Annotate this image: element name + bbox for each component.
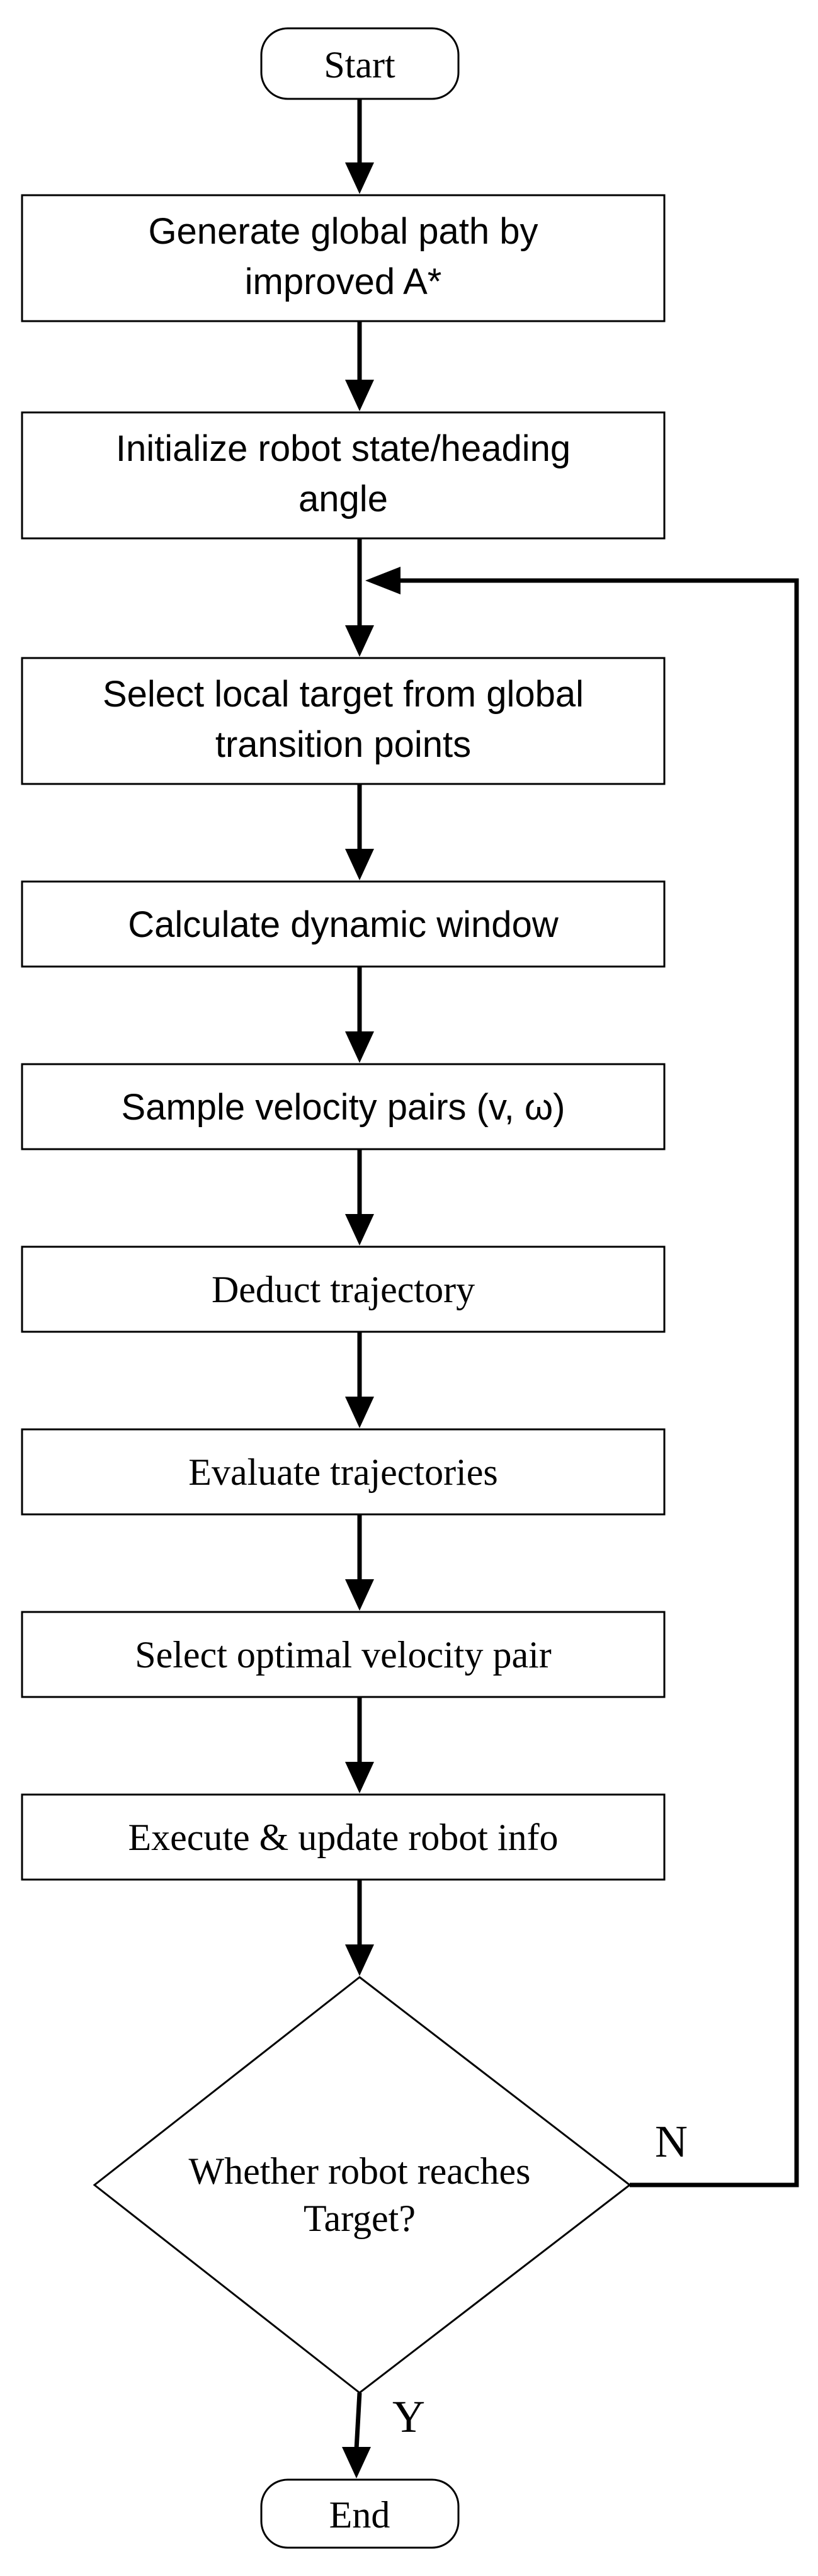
- start-terminal: Start: [260, 27, 460, 100]
- decision-line-1: Whether robot reaches: [188, 2150, 530, 2192]
- step-1-line-2: improved A*: [245, 261, 442, 302]
- step-3-line-2: transition points: [215, 724, 471, 765]
- step-generate-global-path: Generate global path by improved A*: [21, 194, 666, 322]
- step-1-line-1: Generate global path by: [148, 211, 538, 252]
- step-6-line-1: Deduct trajectory: [212, 1269, 475, 1310]
- step-9-line-1: Execute & update robot info: [128, 1817, 558, 1858]
- step-3-line-1: Select local target from global: [103, 674, 584, 715]
- connector-start-to-step1: [345, 99, 374, 194]
- step-8-line-1: Select optimal velocity pair: [135, 1634, 551, 1676]
- decision-line-2: Target?: [304, 2198, 416, 2239]
- step-calculate-dynamic-window: Calculate dynamic window: [21, 880, 666, 968]
- step-initialize-robot-state: Initialize robot state/heading angle: [21, 411, 666, 540]
- start-label: Start: [324, 44, 395, 86]
- connector-step7-to-step8: [345, 1514, 374, 1611]
- connector-step3-to-step4: [345, 784, 374, 880]
- connector-step2-to-step3: [345, 538, 374, 657]
- connector-step9-to-decision: [345, 1880, 374, 1976]
- decision-diamond: Whether robot reaches Target?: [93, 1976, 632, 2394]
- step-5-line-1: Sample velocity pairs (v, ω): [122, 1087, 565, 1128]
- step-select-optimal-velocity: Select optimal velocity pair: [21, 1611, 666, 1698]
- step-2-line-2: angle: [298, 479, 388, 519]
- connector-decision-to-end: [342, 2392, 371, 2478]
- step-execute-update: Execute & update robot info: [21, 1793, 666, 1881]
- connector-loop-back: [365, 567, 799, 2187]
- step-sample-velocity-pairs: Sample velocity pairs (v, ω): [21, 1063, 666, 1150]
- step-select-local-target: Select local target from global transiti…: [21, 657, 666, 785]
- connector-step4-to-step5: [345, 967, 374, 1063]
- step-deduct-trajectory: Deduct trajectory: [21, 1245, 666, 1333]
- connector-step8-to-step9: [345, 1697, 374, 1793]
- step-4-line-1: Calculate dynamic window: [128, 904, 559, 945]
- end-label: End: [329, 2494, 390, 2536]
- step-2-line-1: Initialize robot state/heading: [116, 428, 571, 469]
- step-7-line-1: Evaluate trajectories: [188, 1451, 497, 1493]
- end-terminal: End: [260, 2478, 460, 2549]
- connector-step6-to-step7: [345, 1332, 374, 1428]
- connector-step1-to-step2: [345, 321, 374, 411]
- step-evaluate-trajectories: Evaluate trajectories: [21, 1428, 666, 1516]
- yes-branch-label: Y: [392, 2392, 425, 2442]
- connector-step5-to-step6: [345, 1149, 374, 1245]
- no-branch-label: N: [655, 2116, 688, 2167]
